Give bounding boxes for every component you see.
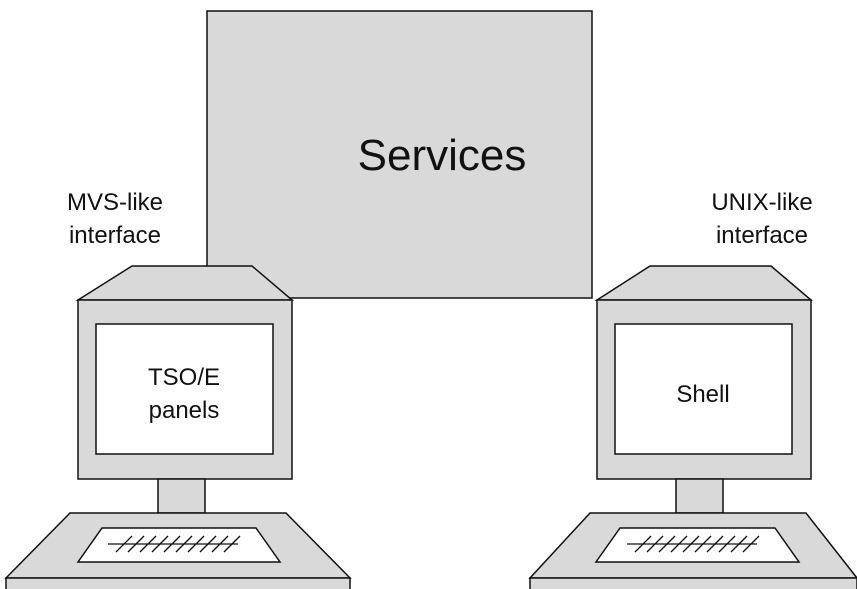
right-screen [614, 323, 793, 455]
keyboard-icon [76, 527, 282, 563]
left-screen-line1: TSO/E [148, 364, 220, 391]
services-label: Services [358, 131, 527, 180]
right-monitor-neck [675, 478, 724, 514]
left-keyboard-front [5, 577, 351, 589]
services-rect [206, 10, 593, 299]
right-interface-line1: UNIX-like [711, 189, 812, 216]
left-keyboard-keys [76, 527, 282, 563]
left-interface-line1: MVS-like [67, 189, 163, 216]
right-screen-line1: Shell [676, 381, 729, 408]
right-keyboard-keys [594, 527, 801, 563]
right-interface-label: UNIX-like interface [711, 189, 812, 249]
keyboard-icon [594, 527, 801, 563]
right-interface-line2: interface [716, 222, 808, 249]
left-screen [95, 323, 274, 455]
left-keyboard-key-marks [108, 535, 241, 553]
left-interface-label: MVS-like interface [67, 189, 163, 249]
right-keyboard-front [529, 577, 857, 589]
left-interface-line2: interface [69, 222, 161, 249]
left-screen-line2: panels [149, 397, 220, 424]
right-monitor-top [594, 265, 814, 301]
left-monitor-neck [157, 478, 206, 514]
right-keyboard-key-marks [627, 535, 760, 553]
services-box: Services [206, 10, 593, 299]
left-terminal: TSO/E panels [4, 265, 352, 589]
right-terminal: Shell [528, 265, 857, 589]
